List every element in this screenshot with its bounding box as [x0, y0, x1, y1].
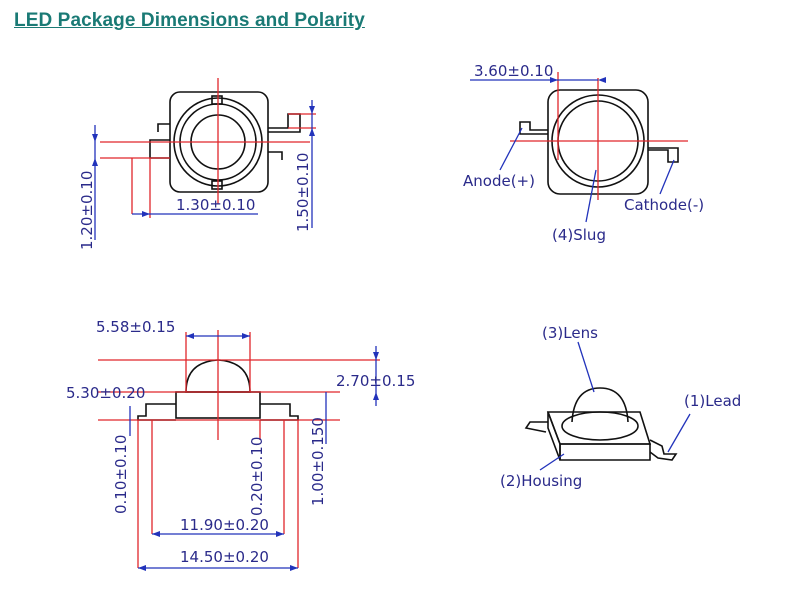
dim-lead-len-label: 1.00±0.150 — [309, 417, 327, 506]
arrow-lead-bottom — [309, 128, 315, 136]
arrow-lens-right — [242, 333, 250, 339]
arrow-body-left — [152, 531, 160, 537]
arrow-body-right — [276, 531, 284, 537]
side-right-lead — [260, 403, 299, 421]
dim-slug-label: 3.60±0.10 — [474, 62, 553, 80]
arrow-width-left — [142, 211, 150, 217]
iso-left-lead — [524, 421, 548, 433]
polarity-view: 3.60±0.10 Anode(+) Cathode(-) (4)Slug — [463, 62, 704, 244]
arrow-overall-left — [138, 565, 146, 571]
dim-total-height-label: 5.30±0.20 — [66, 384, 145, 402]
lens-label: (3)Lens — [542, 324, 598, 342]
arrow-lens-left — [186, 333, 194, 339]
dim-lens-label: 5.58±0.15 — [96, 318, 175, 336]
dim-body-label: 11.90±0.20 — [180, 516, 269, 534]
iso-housing-side — [547, 411, 561, 461]
iso-housing-front — [559, 443, 651, 461]
slug-leader — [585, 169, 597, 223]
top-right-lead — [268, 113, 301, 133]
housing-label: (2)Housing — [500, 472, 582, 490]
side-view-dimensioned: 5.58±0.15 2.70±0.15 5.30±0.20 0.10±0.10 … — [66, 318, 415, 571]
dim-lens-height-label: 2.70±0.15 — [336, 372, 415, 390]
cathode-label: Cathode(-) — [624, 196, 704, 214]
dim-height-label: 1.20±0.10 — [78, 171, 96, 250]
arrow-slug-right — [598, 77, 606, 83]
iso-lens-ring — [561, 411, 639, 441]
iso-lens-dome — [571, 387, 629, 423]
lead-label: (1)Lead — [684, 392, 741, 410]
slug-label: (4)Slug — [552, 226, 606, 244]
dim-overall-label: 14.50±0.20 — [180, 548, 269, 566]
anode-lead — [519, 121, 548, 135]
isometric-view: (3)Lens (1)Lead (2)Housing — [500, 324, 741, 490]
arrow-slug-left — [550, 77, 558, 83]
dim-lead-label: 1.50±0.10 — [294, 153, 312, 232]
anode-label: Anode(+) — [463, 172, 535, 190]
arrow-lensh-top — [373, 352, 379, 360]
iso-right-lead — [649, 439, 678, 461]
top-left-lead-bend — [157, 123, 170, 132]
arrow-overall-right — [290, 565, 298, 571]
arrow-height-top — [92, 134, 98, 142]
lens-leader — [577, 341, 595, 393]
top-view-dimensioned: 1.20±0.10 1.30±0.10 1.50±0.10 — [78, 78, 316, 250]
top-left-lead — [149, 139, 170, 159]
page-title: LED Package Dimensions and Polarity — [14, 10, 365, 31]
dim-gap-label: 0.20±0.10 — [248, 437, 266, 516]
arrow-lensh-bottom — [373, 392, 379, 400]
lead-leader — [667, 413, 691, 453]
anode-leader — [499, 127, 523, 171]
side-left-lead — [137, 403, 176, 421]
arrow-height-bottom — [92, 158, 98, 166]
top-notch-lower — [211, 180, 223, 190]
top-right-lead-bend — [268, 151, 283, 160]
arrow-lead-top — [309, 106, 315, 114]
dim-width-label: 1.30±0.10 — [176, 196, 255, 214]
cathode-leader — [659, 159, 675, 195]
housing-leader — [539, 453, 565, 471]
dim-lead-thick-label: 0.10±0.10 — [112, 435, 130, 514]
top-notch-upper — [211, 95, 223, 105]
